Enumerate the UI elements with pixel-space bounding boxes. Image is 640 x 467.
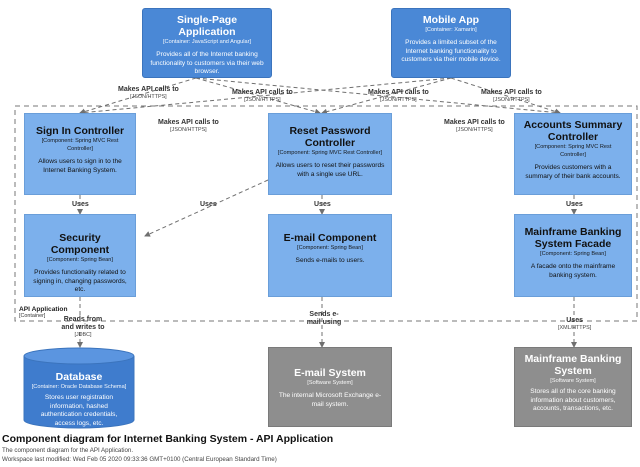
edge-label-text: Sends e-mail using [306, 311, 342, 326]
edge-label-spa-signin: Makes API calls to [JSON/HTTPS] [118, 86, 179, 101]
node-type: [Component: Spring MVC Rest Controller] [277, 150, 383, 156]
edge-mobile-accounts [450, 77, 561, 115]
edge-label-text: Makes API calls to [158, 119, 219, 126]
edge-label-mobile-accounts: Makes API calls to [JSON/HTTPS] [481, 89, 542, 104]
edge-label-text: Makes API calls to [368, 89, 429, 96]
edge-label-text: Makes API calls to [118, 86, 179, 93]
node-description: Provides functionality related to signin… [33, 269, 127, 294]
edge-label-text: Uses [200, 201, 217, 208]
node-description: Provides a limited subset of the Interne… [401, 39, 501, 64]
edge-label-email-emailsys: Sends e-mail using [304, 311, 344, 327]
database-cylinder [23, 347, 135, 429]
node-title: Mobile App [422, 14, 480, 26]
node-title: Mainframe Banking System [524, 353, 622, 377]
edge-label-facade-mainframe: Uses [XML/HTTPS] [558, 317, 591, 332]
edge-label-protocol: [JSON/HTTPS] [170, 127, 207, 133]
edge-label-mobile-reset: Makes API calls to [JSON/HTTPS] [368, 89, 429, 104]
node-reset-password-controller[interactable]: Reset Password Controller [Component: Sp… [268, 113, 392, 195]
node-title: Reset Password Controller [289, 125, 371, 149]
edge-label-text: Reads from and writes to [61, 316, 105, 331]
diagram-subtitle: The component diagram for the API Applic… [2, 447, 134, 454]
node-title: Sign In Controller [35, 125, 125, 137]
node-type: [Component: Spring Bean] [297, 245, 363, 251]
node-email-system[interactable]: E-mail System [Software System] The inte… [268, 347, 392, 427]
edge-label-text: Uses [566, 201, 583, 208]
node-title: Mainframe Banking System Facade [524, 226, 622, 250]
node-description: Allows users to sign in to the Internet … [38, 158, 122, 174]
edge-label-security-database: Reads from and writes to [JDBC] [58, 316, 108, 339]
api-application-boundary [14, 105, 638, 322]
node-accounts-summary-controller[interactable]: Accounts Summary Controller [Component: … [514, 113, 632, 195]
node-database[interactable]: Database [Container: Oracle Database Sch… [24, 366, 134, 427]
edge-label-text: Makes API calls to [232, 89, 293, 96]
edge-label-spa-reset: Makes API calls to [JSON/HTTPS] [232, 89, 293, 104]
edge-label-text: Uses [566, 317, 583, 324]
workspace-modified: Workspace last modified: Wed Feb 05 2020… [2, 456, 277, 463]
node-description: A facade onto the mainframe banking syst… [530, 263, 616, 279]
edge-label-protocol: [JSON/HTTPS] [493, 97, 530, 103]
node-title: Database [55, 371, 103, 383]
node-title: Accounts Summary Controller [523, 119, 623, 143]
node-description: Sends e-mails to users. [295, 257, 365, 264]
edge-spa-reset [195, 77, 321, 115]
node-type: [Component: Spring MVC Rest Controller] [41, 138, 119, 152]
edge-label-reset-security: Uses [200, 201, 217, 209]
node-type: [Container: Xamarin] [425, 27, 477, 33]
edge-reset-security [144, 179, 269, 237]
edge-label-reset-email: Uses [314, 201, 331, 209]
node-single-page-application[interactable]: Single-Page Application [Container: Java… [142, 8, 272, 78]
boundary-title: API Application [19, 306, 68, 313]
node-mainframe-banking-system[interactable]: Mainframe Banking System [Software Syste… [514, 347, 632, 427]
edge-label-protocol: [JSON/HTTPS] [244, 97, 281, 103]
node-type: [Container: JavaScript and Angular] [163, 39, 251, 45]
edge-mobile-reset [321, 77, 452, 115]
node-type: [Container: Oracle Database Schema] [31, 384, 127, 390]
node-title: Single-Page Application [176, 14, 238, 38]
node-security-component[interactable]: Security Component [Component: Spring Be… [24, 214, 136, 297]
edge-label-text: Uses [314, 201, 331, 208]
node-description: Allows users to reset their passwords wi… [275, 162, 385, 178]
diagram-title: Component diagram for Internet Banking S… [2, 433, 334, 445]
edge-label-text: Makes API calls to [481, 89, 542, 96]
edge-label-protocol: [JSON/HTTPS] [130, 94, 167, 100]
edge-spa-accounts [195, 77, 561, 116]
node-description: Stores user registration information, ha… [40, 394, 118, 427]
node-description: Provides all of the Internet banking fun… [150, 51, 264, 76]
node-type: [Component: Spring MVC Rest Controller] [534, 144, 612, 158]
node-title: E-mail Component [283, 232, 377, 244]
edge-mobile-signin [79, 77, 452, 116]
node-title: E-mail System [294, 367, 366, 379]
node-mobile-app[interactable]: Mobile App [Container: Xamarin] Provides… [391, 8, 511, 78]
node-mainframe-banking-system-facade[interactable]: Mainframe Banking System Facade [Compone… [514, 214, 632, 297]
edge-label-text: Makes API calls to [444, 119, 505, 126]
edge-label-accounts-facade: Uses [566, 201, 583, 209]
edge-label-text: Uses [72, 201, 89, 208]
node-sign-in-controller[interactable]: Sign In Controller [Component: Spring MV… [24, 113, 136, 195]
edge-label-protocol: [JSON/HTTPS] [456, 127, 493, 133]
edge-label-protocol: [JDBC] [74, 332, 92, 338]
node-description: Stores all of the core banking informati… [530, 388, 616, 413]
boundary-type: [Container] [19, 313, 46, 319]
edge-label-signin-security: Uses [72, 201, 89, 209]
edge-label-protocol: [XML/HTTPS] [558, 325, 592, 331]
node-type: [Component: Spring Bean] [540, 251, 606, 257]
node-type: [Component: Spring Bean] [47, 257, 113, 263]
node-title: Security Component [50, 232, 110, 256]
edge-label-mobile-signin: Makes API calls to [JSON/HTTPS] [158, 119, 219, 134]
node-email-component[interactable]: E-mail Component [Component: Spring Bean… [268, 214, 392, 297]
edge-label-protocol: [JSON/HTTPS] [380, 97, 417, 103]
node-description: The internal Microsoft Exchange e-mail s… [278, 392, 382, 408]
node-type: [Software System] [307, 380, 353, 386]
edge-label-spa-accounts: Makes API calls to [JSON/HTTPS] [444, 119, 505, 134]
edge-spa-signin [79, 77, 197, 115]
node-type: [Software System] [550, 378, 596, 384]
node-description: Provides customers with a summary of the… [525, 164, 621, 180]
